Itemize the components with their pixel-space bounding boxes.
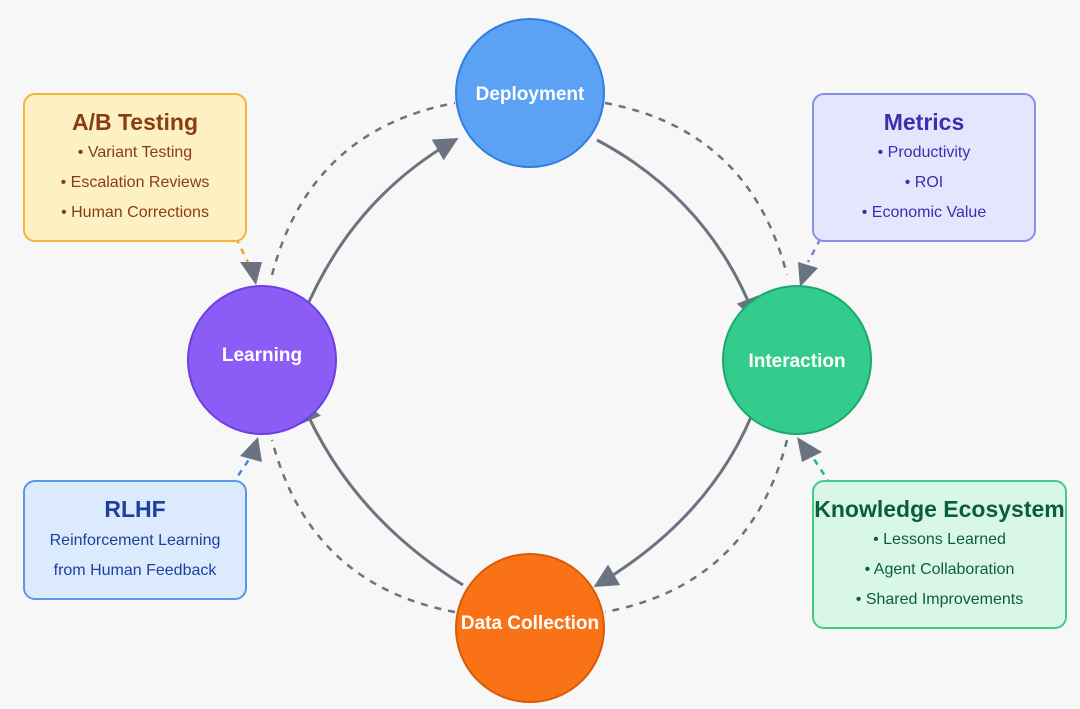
- dashed-ring-bottom-left: [270, 439, 456, 614]
- node-deployment-label: Deployment: [476, 84, 585, 105]
- arrow-interaction-to-data-collection: [593, 401, 759, 588]
- knowledge-ecosystem-title: Knowledge Ecosystem: [814, 496, 1065, 522]
- node-learning: Learning: [187, 285, 337, 435]
- knowledge-ecosystem-box: Knowledge Ecosystem • Lessons Learned • …: [812, 480, 1067, 629]
- ab-testing-item: • Variant Testing: [77, 144, 193, 161]
- node-learning-label: Learning: [222, 345, 302, 366]
- ab-testing-item: • Escalation Reviews: [60, 174, 210, 191]
- ab-testing-list: • Variant Testing • Escalation Reviews •…: [25, 138, 245, 228]
- arrow-learning-to-deployment: [300, 138, 459, 319]
- ab-testing-item: • Human Corrections: [61, 204, 209, 221]
- knowledge-ecosystem-list: • Lessons Learned • Agent Collaboration …: [814, 525, 1065, 615]
- connector-knowledge-head: [797, 437, 822, 462]
- node-data-collection: Data Collection: [455, 553, 605, 703]
- ab-testing-box: A/B Testing • Variant Testing • Escalati…: [23, 93, 247, 242]
- metrics-item: • ROI: [904, 174, 944, 191]
- dashed-ring-top-left: [270, 101, 456, 276]
- dashed-ring-top-right: [604, 101, 789, 276]
- arrow-deployment-to-interaction: [596, 138, 760, 322]
- node-data-collection-circle: [455, 553, 605, 703]
- connector-metrics-head: [798, 262, 818, 287]
- dashed-ring-bottom-right: [604, 439, 789, 614]
- rlhf-line: from Human Feedback: [53, 562, 217, 579]
- connector-ab-testing-head: [240, 262, 262, 285]
- node-learning-circle: [187, 285, 337, 435]
- knowledge-ecosystem-item: • Agent Collaboration: [864, 561, 1015, 578]
- node-data-collection-label: Data Collection: [461, 613, 599, 634]
- metrics-title: Metrics: [883, 109, 965, 135]
- knowledge-ecosystem-item: • Shared Improvements: [855, 591, 1024, 608]
- metrics-list: • Productivity • ROI • Economic Value: [814, 138, 1034, 228]
- node-interaction: Interaction: [722, 285, 872, 435]
- rlhf-line: Reinforcement Learning: [49, 532, 221, 549]
- arrow-data-collection-to-learning: [298, 398, 464, 587]
- metrics-box: Metrics • Productivity • ROI • Economic …: [812, 93, 1036, 242]
- node-deployment: Deployment: [455, 18, 605, 168]
- knowledge-ecosystem-item: • Lessons Learned: [873, 531, 1006, 548]
- node-interaction-label: Interaction: [748, 351, 845, 372]
- rlhf-title: RLHF: [104, 496, 166, 522]
- node-interaction-circle: [722, 285, 872, 435]
- connector-rlhf-head: [240, 437, 262, 462]
- metrics-item: • Economic Value: [861, 204, 987, 221]
- rlhf-box: RLHF Reinforcement Learning from Human F…: [23, 480, 247, 600]
- node-deployment-circle: [455, 18, 605, 168]
- metrics-item: • Productivity: [877, 144, 971, 161]
- ab-testing-title: A/B Testing: [71, 109, 199, 135]
